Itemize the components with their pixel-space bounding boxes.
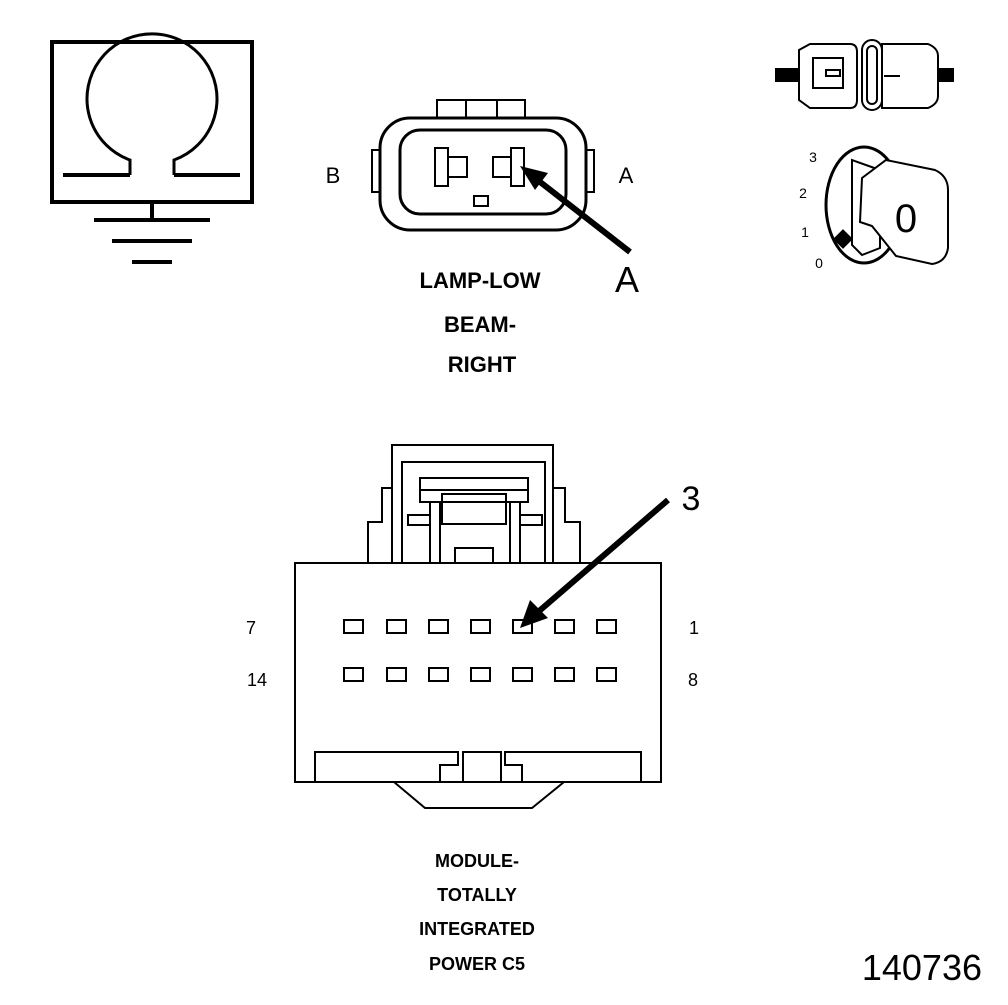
ignition-key-icon [824,145,949,266]
tipm-title-line-4: POWER C5 [429,954,525,974]
key-position-1: 1 [801,224,809,240]
key-position-3: 3 [809,149,817,165]
pin-8-label: 8 [688,670,698,690]
tipm-title-line-1: MODULE- [435,851,519,871]
terminal-b-label: B [326,163,341,188]
terminal-a-label: A [619,163,634,188]
tipm-title-line-3: INTEGRATED [419,919,535,939]
key-position-0: 0 [815,255,823,271]
figure-number: 140736 [862,947,982,988]
key-position-2: 2 [799,185,807,201]
pin-7-label: 7 [246,618,256,638]
callout-3-label: 3 [682,480,701,518]
tipm-title-line-2: TOTALLY [437,885,517,905]
pin-14-label: 14 [247,670,267,690]
callout-a-label: A [615,259,639,300]
low-beam-title-line-3: RIGHT [448,352,517,377]
connector-disconnect-icon [775,39,954,111]
key-label: 0 [895,197,917,241]
callout-arrow-3 [520,497,670,628]
pin-1-label: 1 [689,618,699,638]
low-beam-title-line-2: BEAM- [444,312,516,337]
tipm-c5-connector-icon [294,444,662,809]
ohmmeter-ground-icon [50,32,254,264]
low-beam-title-line-1: LAMP-LOW [420,268,541,293]
callout-arrow-a [520,166,632,255]
low-beam-connector-icon [371,99,595,232]
